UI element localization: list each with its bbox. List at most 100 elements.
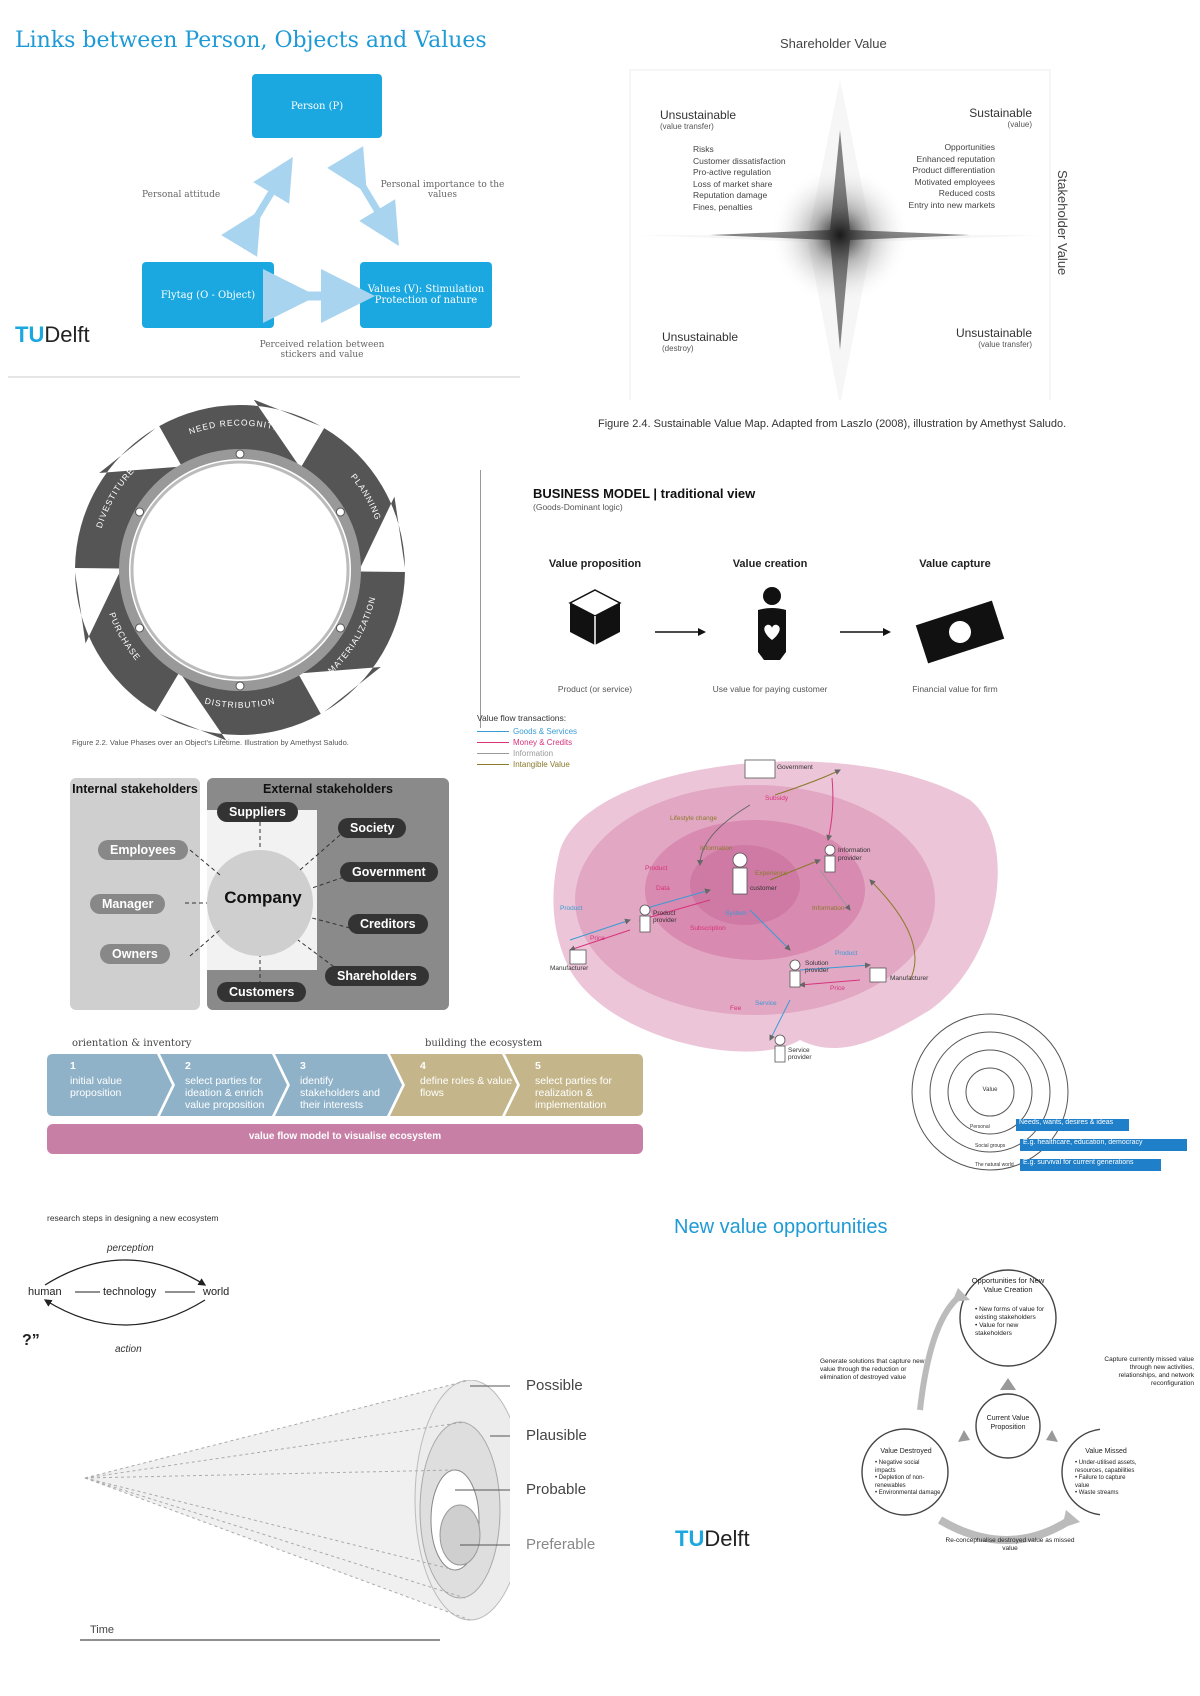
manager-pill: Manager	[90, 894, 166, 914]
steps-bar: value flow model to visualise ecosystem	[248, 1131, 442, 1142]
sv-top-axis: Shareholder Value	[780, 36, 887, 51]
phase-dot	[235, 681, 245, 691]
cone-possible: Possible	[526, 1377, 583, 1394]
delft-mark-2: Delft	[704, 1526, 750, 1551]
legend-label: Information	[513, 749, 554, 758]
bm-cap2: Use value for paying customer	[712, 684, 828, 694]
arrow-object-person	[221, 157, 293, 257]
sv-tl-item: Risks	[693, 144, 714, 154]
vf-legend-item: Money & Credits	[477, 737, 577, 748]
step-text: select parties for realization & impleme…	[535, 1075, 613, 1111]
svg-text:provider: provider	[653, 917, 677, 924]
phase-dot	[135, 623, 145, 633]
sv-br-sub: (value transfer)	[978, 340, 1032, 349]
sv-bl-title: Unsustainable	[662, 330, 739, 344]
phase-dot	[335, 507, 345, 517]
customer-heart-icon	[758, 587, 786, 660]
vf-legend-item: Goods & Services	[477, 726, 577, 737]
opp-top-list: • New forms of value for existing stakeh…	[975, 1306, 1045, 1338]
ring-natural: The natural world	[975, 1162, 1014, 1168]
opportunities-title: New value opportunities	[674, 1216, 888, 1238]
links-title: Links between Person, Objects and Values	[15, 28, 487, 53]
svg-text:Information: Information	[700, 845, 733, 852]
svg-text:provider: provider	[805, 967, 829, 974]
external-title: External stakeholders	[263, 782, 393, 796]
steps-phase1: orientation & inventory	[72, 1038, 192, 1049]
phase-segment	[301, 428, 405, 569]
vf-legend-item: Information	[477, 748, 577, 759]
money-note-icon	[915, 600, 1005, 664]
opp-right-item: • Under-utilised assets, resources, capa…	[1075, 1460, 1137, 1474]
society-pill: Society	[338, 818, 407, 838]
sv-tl-item: Reputation damage	[693, 190, 768, 200]
steps-phase2: building the ecosystem	[425, 1038, 543, 1049]
government-pill: Government	[340, 862, 438, 882]
owners-pill: Owners	[100, 944, 170, 964]
perceived-relation-label: Perceived relation between stickers and …	[252, 340, 392, 360]
svg-text:Product: Product	[653, 910, 676, 917]
futures-cone	[80, 1380, 510, 1641]
tu-mark-2: TU	[675, 1526, 705, 1551]
svg-text:provider: provider	[838, 855, 862, 862]
person-box: Person (P)	[252, 74, 382, 138]
legend-arrow-icon	[477, 730, 509, 733]
steps-chevrons	[47, 1054, 643, 1154]
bm-title: BUSINESS MODEL | traditional view	[533, 486, 756, 501]
opp-right-item: • Waste streams	[1075, 1490, 1119, 1496]
svg-text:Product: Product	[645, 865, 668, 872]
cube-icon	[568, 589, 622, 645]
step-number: 1	[70, 1060, 76, 1072]
bm-cap1: Product (or service)	[557, 684, 633, 694]
personal-attitude-label: Personal attitude	[142, 190, 221, 200]
values-box: Values (V): Stimulation Protection of na…	[360, 262, 492, 328]
object-box: Flytag (O - Object)	[142, 262, 274, 328]
internal-title: Internal stakeholders	[72, 782, 198, 796]
phase-dot	[135, 507, 145, 517]
customers-pill: Customers	[217, 982, 307, 1002]
bm-cap3: Financial value for firm	[912, 684, 998, 694]
sv-map-graphic	[629, 69, 1051, 400]
opp-right-title: Value Missed	[1085, 1448, 1127, 1455]
phase-segment	[159, 400, 321, 466]
sv-caption: Figure 2.4. Sustainable Value Map. Adapt…	[598, 418, 1067, 430]
ecosystem-caption: research steps in designing a new ecosys…	[47, 1213, 219, 1223]
step-text: define roles & value flows	[420, 1075, 513, 1099]
tudelft-logo-2: TUDelft	[675, 1526, 750, 1552]
legend-label: Goods & Services	[513, 727, 578, 736]
sv-tl-item: Customer dissatisfaction	[693, 155, 786, 166]
svg-text:Product: Product	[560, 905, 583, 912]
creditors-pill: Creditors	[348, 914, 428, 934]
suppliers-pill: Suppliers	[217, 802, 298, 822]
values-line-2: Protection of nature	[374, 295, 478, 306]
value-flow-map: Government Subsidy Lifestyle change Info…	[550, 759, 998, 1063]
customer-icon	[732, 852, 748, 868]
quote-fragment: ?”	[22, 1332, 40, 1349]
svg-text:provider: provider	[788, 1054, 812, 1061]
sv-tl-title: Unsustainable	[660, 108, 737, 122]
svg-text:Lifestyle change: Lifestyle change	[670, 815, 717, 822]
svg-text:customer: customer	[750, 885, 778, 892]
phase-segment	[301, 571, 405, 712]
bm-icons	[568, 587, 1005, 664]
svg-text:Product: Product	[835, 950, 858, 957]
sv-tl-item: Fines, penalties	[693, 201, 753, 212]
svg-text:System: System	[725, 910, 747, 917]
svg-text:Manufacturer: Manufacturer	[890, 975, 929, 982]
legend-arrow-icon	[477, 752, 509, 755]
svg-text:Price: Price	[830, 985, 845, 992]
tu-mark: TU	[15, 322, 45, 347]
opp-left-item: • Depletion of non-renewables	[875, 1475, 925, 1489]
legend-arrow-icon	[477, 741, 509, 744]
sv-tr-item: Motivated employees	[914, 176, 995, 187]
personal-importance-label: Personal importance to the values	[380, 180, 505, 200]
sv-tr-title: Sustainable	[969, 106, 1032, 120]
svg-text:Service: Service	[788, 1047, 810, 1054]
sv-tl-item: Loss of market share	[693, 178, 773, 189]
company-label: Company	[224, 888, 302, 907]
